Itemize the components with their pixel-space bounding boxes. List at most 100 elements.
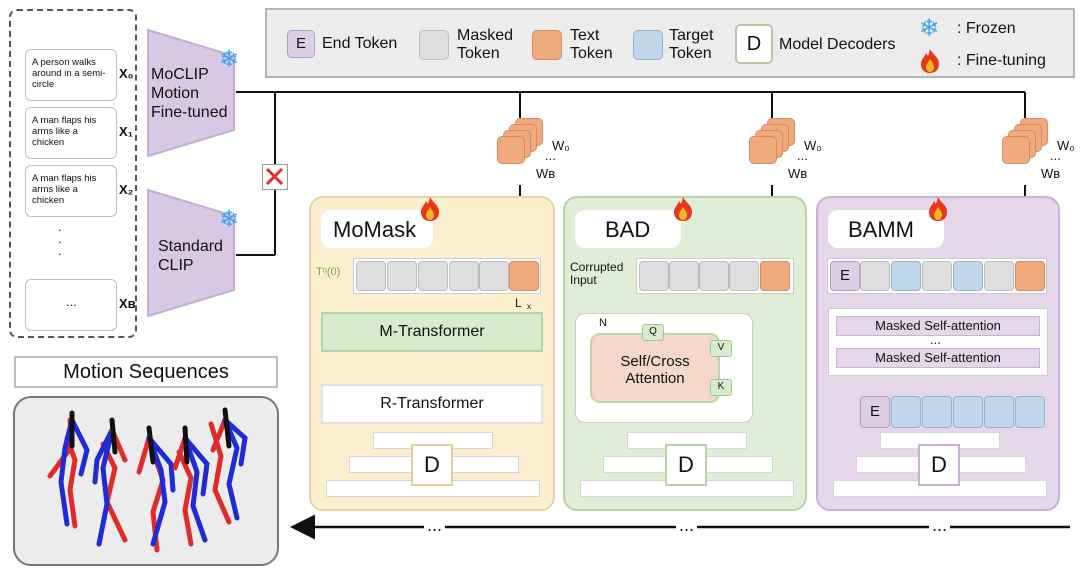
text-token-swatch	[532, 30, 562, 60]
masked-token	[387, 261, 417, 291]
fire-icon	[672, 196, 694, 227]
masked-token-label: Token	[457, 45, 500, 62]
bamm-title: BAMM	[828, 210, 944, 248]
masked-token	[729, 261, 759, 291]
target-token-label: Token	[669, 45, 712, 62]
caption-box: A man flaps his arms like a chicken	[25, 165, 117, 217]
end-token-swatch: E	[287, 30, 315, 58]
w0-label: W₀	[804, 138, 822, 153]
arrow-ellipsis: ...	[929, 515, 951, 536]
masked-self-attention-layer: Masked Self-attention	[836, 348, 1040, 368]
wb-label: Wʙ	[788, 166, 808, 181]
masked-token	[922, 261, 952, 291]
fire-icon	[927, 196, 949, 227]
caption-box: A man flaps his arms like a chicken	[25, 107, 117, 159]
end-token: E	[830, 261, 860, 291]
target-token	[953, 396, 983, 428]
masked-token	[479, 261, 509, 291]
m-transformer-block: M-Transformer	[321, 312, 543, 352]
bad-title: BAD	[575, 210, 681, 248]
target-token	[922, 396, 952, 428]
target-token	[953, 261, 983, 291]
n-label: N	[599, 317, 607, 329]
end-token-label: End Token	[322, 35, 398, 52]
vertical-ellipsis: . . .	[58, 219, 62, 258]
value-port: V	[710, 340, 732, 357]
masked-token-label: Masked	[457, 27, 514, 44]
masked-token	[699, 261, 729, 291]
disconnect-icon	[262, 164, 288, 190]
masked-self-attention-layer: Masked Self-attention	[836, 316, 1040, 336]
momask-title: MoMask	[321, 210, 433, 248]
t0-label: Tᵒ(0)	[316, 266, 341, 278]
frozen-label: : Frozen	[957, 20, 1016, 37]
clip-encoder	[147, 188, 235, 318]
wb-label: Wʙ	[1041, 166, 1061, 181]
motion-sequences-panel	[13, 396, 279, 566]
decoder-label: Model Decoders	[779, 36, 896, 53]
target-token	[891, 261, 921, 291]
legend-box: E End Token Masked Token Text Token Targ…	[265, 8, 1075, 78]
masked-token	[984, 261, 1014, 291]
finetune-label: : Fine-tuning	[957, 52, 1046, 69]
masked-token-swatch	[419, 30, 449, 60]
text-token	[1015, 261, 1045, 291]
text-token	[509, 261, 539, 291]
query-port: Q	[642, 324, 664, 341]
fire-icon	[419, 196, 441, 227]
masked-token	[639, 261, 669, 291]
momask-panel: MoMask Tᵒ(0) L x M-Transformer R-Transfo…	[309, 196, 555, 511]
w0-label: W₀	[552, 138, 570, 153]
arrow-ellipsis: ...	[424, 515, 446, 536]
w0-label: W₀	[1057, 138, 1075, 153]
masked-token	[356, 261, 386, 291]
decoder-block: D	[411, 444, 453, 486]
target-token-label: Target	[669, 27, 714, 44]
caption-index: X₁	[119, 124, 134, 139]
text-captions-group: A person walks around in a semi-circle X…	[9, 9, 137, 338]
layer-ellipsis: ...	[930, 332, 941, 347]
snowflake-icon: ❄	[219, 206, 240, 233]
end-token: E	[860, 396, 890, 428]
r-transformer-block: R-Transformer	[321, 384, 543, 424]
moclip-encoder	[147, 28, 235, 158]
masked-token	[669, 261, 699, 291]
key-port: K	[710, 379, 732, 396]
caption-box: A person walks around in a semi-circle	[25, 49, 117, 101]
caption-box: ...	[25, 279, 117, 331]
masked-token	[418, 261, 448, 291]
target-token	[1015, 396, 1045, 428]
arrow-ellipsis: ...	[676, 515, 698, 536]
wb-label: Wʙ	[536, 166, 556, 181]
stick-figures	[47, 407, 248, 553]
l-label: L	[515, 296, 522, 310]
text-token	[760, 261, 790, 291]
text-token-label: Text	[570, 27, 600, 44]
snowflake-icon: ❄	[919, 15, 940, 42]
masked-token	[449, 261, 479, 291]
target-token-swatch	[633, 30, 663, 60]
caption-index: Xʙ	[119, 296, 136, 311]
caption-index: X₀	[119, 66, 134, 81]
masked-token	[860, 261, 890, 291]
target-token	[891, 396, 921, 428]
motion-sequences-title: Motion Sequences	[14, 356, 278, 388]
decoder-block: D	[665, 444, 707, 486]
w-ellipsis: ...	[797, 148, 808, 163]
text-token-label: Token	[570, 45, 613, 62]
fire-icon	[919, 48, 941, 79]
w-ellipsis: ...	[1050, 148, 1061, 163]
caption-index: X₂	[119, 182, 134, 197]
decoder-block: D	[918, 444, 960, 486]
decoder-swatch: D	[735, 24, 773, 64]
x-label: x	[527, 302, 531, 311]
w-ellipsis: ...	[545, 148, 556, 163]
target-token	[984, 396, 1014, 428]
snowflake-icon: ❄	[219, 46, 240, 73]
bamm-panel: BAMM E Masked Self-attention ... Masked …	[816, 196, 1060, 511]
